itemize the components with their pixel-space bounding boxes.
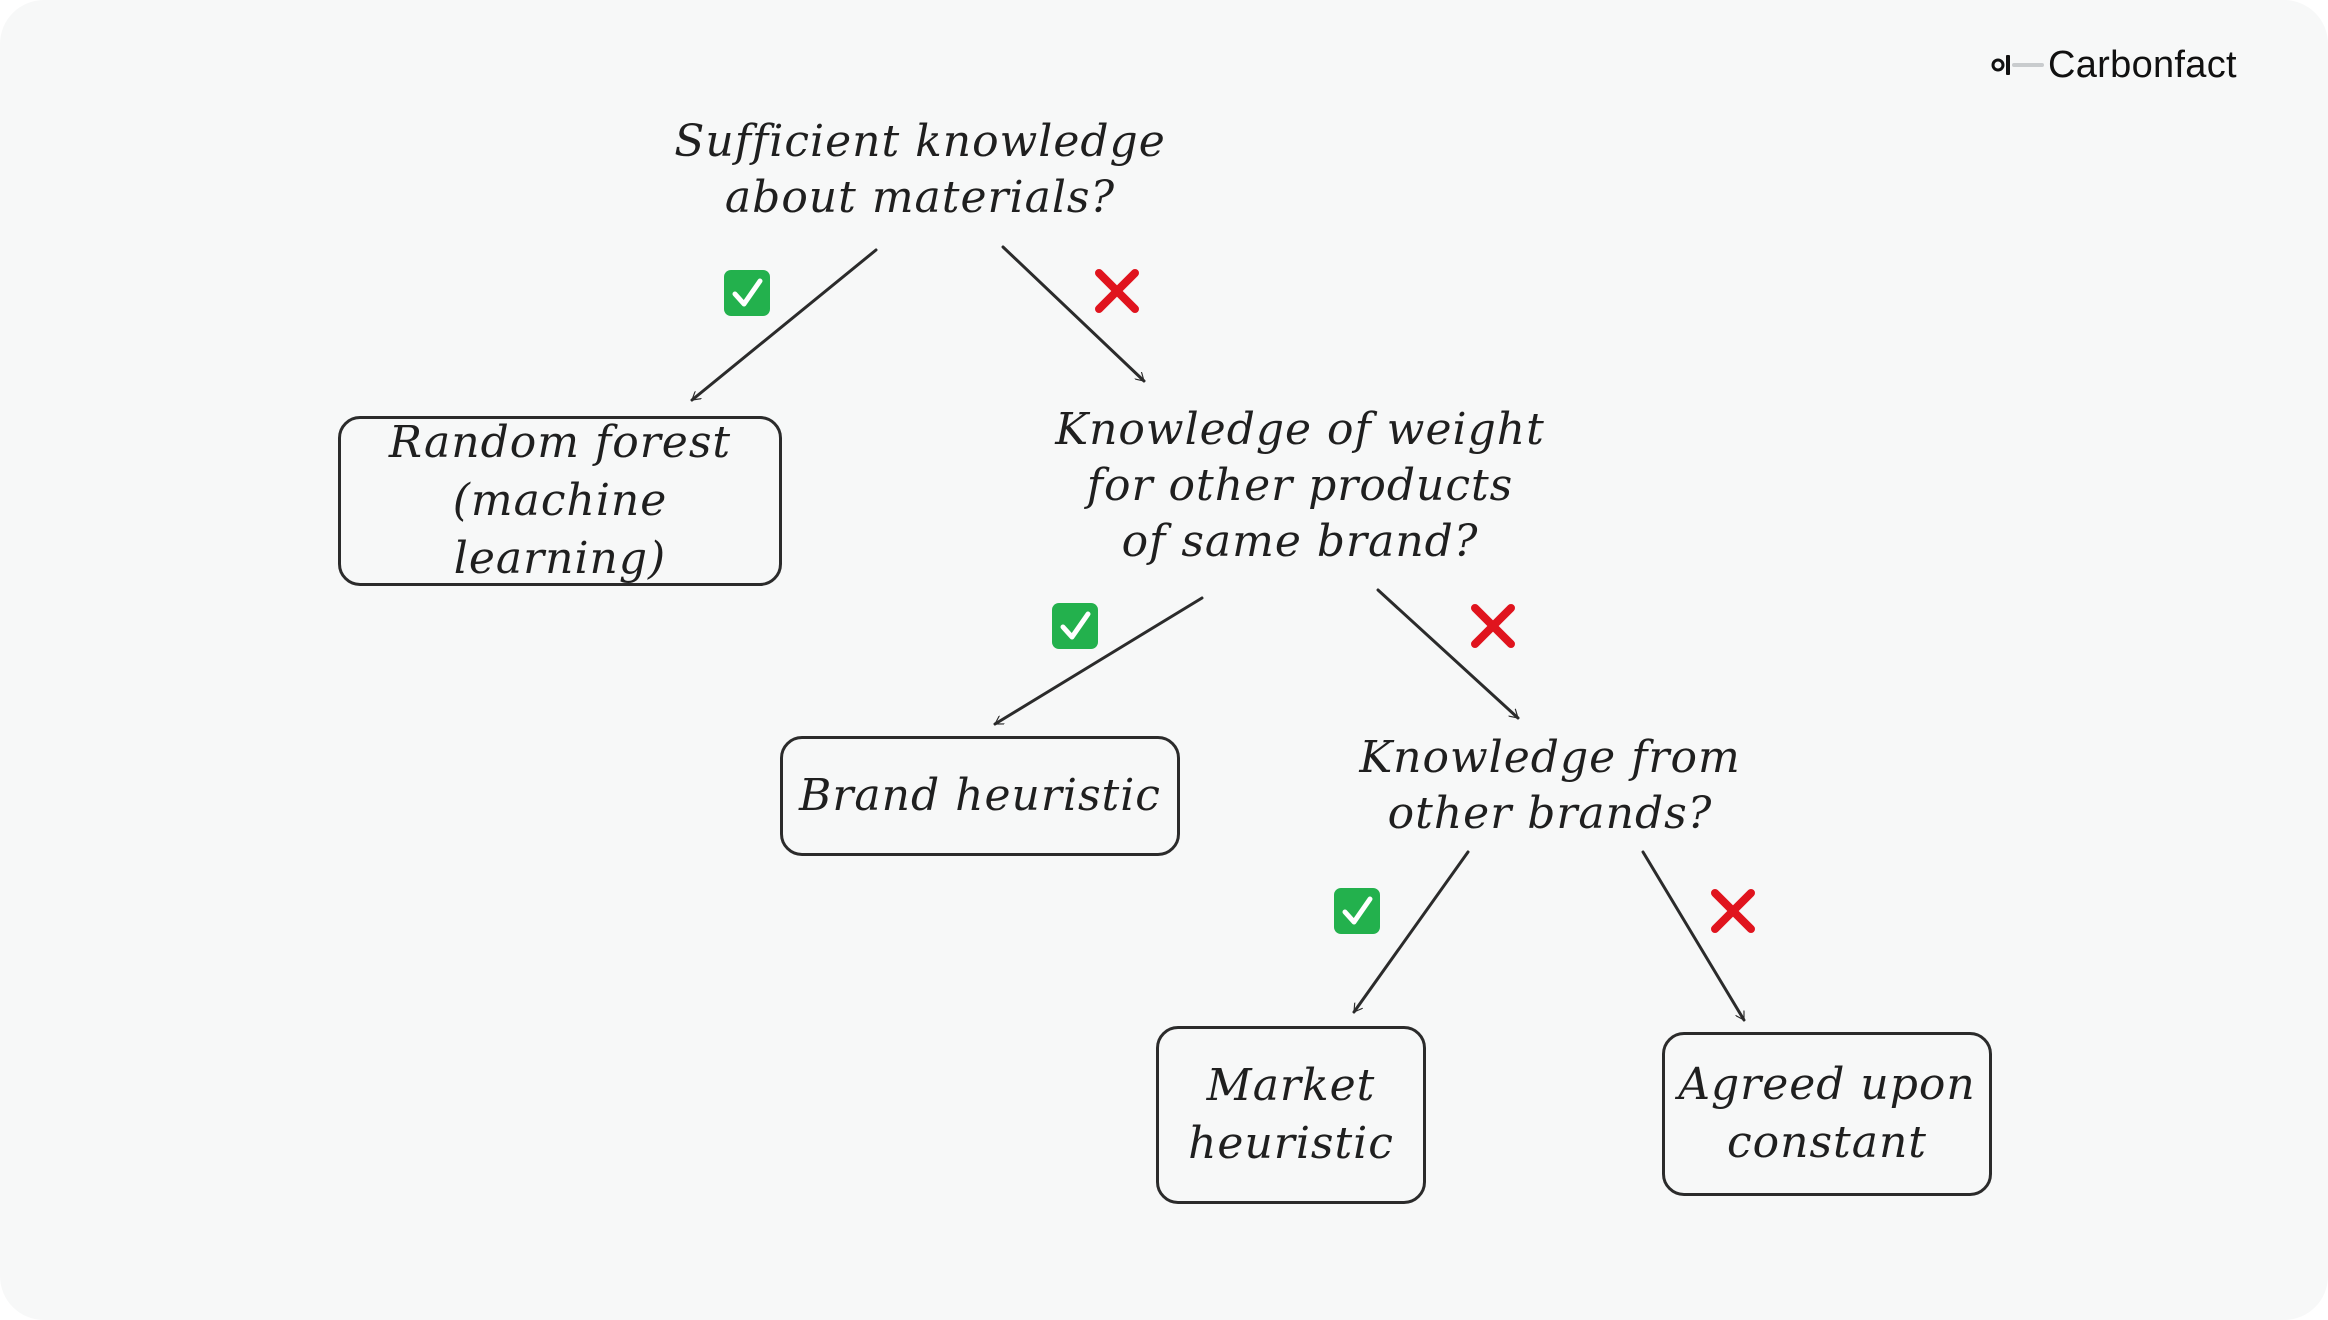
carbonfact-logo: Carbonfact <box>1990 40 2237 90</box>
red-cross-icon <box>1095 269 1139 313</box>
outcome-agreed-constant: Agreed upon constant <box>1662 1032 1992 1196</box>
question-materials-knowledge: Sufficient knowledge about materials? <box>650 114 1190 226</box>
outcome-random-forest: Random forest (machine learning) <box>338 416 782 586</box>
outcome-market-heuristic: Market heuristic <box>1156 1026 1426 1204</box>
question-line: for other products <box>1086 460 1514 511</box>
question-line: about materials? <box>724 172 1116 223</box>
question-other-brands: Knowledge from other brands? <box>1340 730 1760 842</box>
green-check-icon <box>1052 603 1098 649</box>
outcome-line: heuristic <box>1188 1118 1394 1169</box>
outcome-line: Agreed upon <box>1678 1059 1976 1110</box>
arrow-q3-to-market_heuristic <box>1352 850 1470 1014</box>
arrow-q3-to-agreed_constant <box>1641 850 1746 1022</box>
red-cross-icon <box>1711 889 1755 933</box>
outcome-brand-heuristic: Brand heuristic <box>780 736 1180 856</box>
outcome-line: Brand heuristic <box>799 770 1161 821</box>
red-cross-icon <box>1471 604 1515 648</box>
question-line: other brands? <box>1387 788 1713 839</box>
outcome-line: (machine learning) <box>452 475 668 584</box>
carbonfact-logo-icon <box>1990 40 2046 90</box>
question-line: Knowledge of weight <box>1055 404 1545 455</box>
outcome-line: Random forest <box>388 417 732 468</box>
green-check-icon <box>724 270 770 316</box>
outcome-line: constant <box>1727 1117 1927 1168</box>
arrow-q1-to-q2 <box>1001 245 1146 383</box>
question-line: Sufficient knowledge <box>674 116 1166 167</box>
question-line: of same brand? <box>1121 516 1479 567</box>
outcome-line: Market <box>1206 1060 1376 1111</box>
question-weight-same-brand: Knowledge of weight for other products o… <box>1040 402 1560 570</box>
brand-name: Carbonfact <box>2048 43 2237 86</box>
green-check-icon <box>1334 888 1380 934</box>
arrow-q1-to-random_forest <box>690 248 878 402</box>
arrow-q2-to-q3 <box>1376 588 1520 720</box>
question-line: Knowledge from <box>1359 732 1741 783</box>
arrow-q2-to-brand_heuristic <box>993 596 1204 726</box>
